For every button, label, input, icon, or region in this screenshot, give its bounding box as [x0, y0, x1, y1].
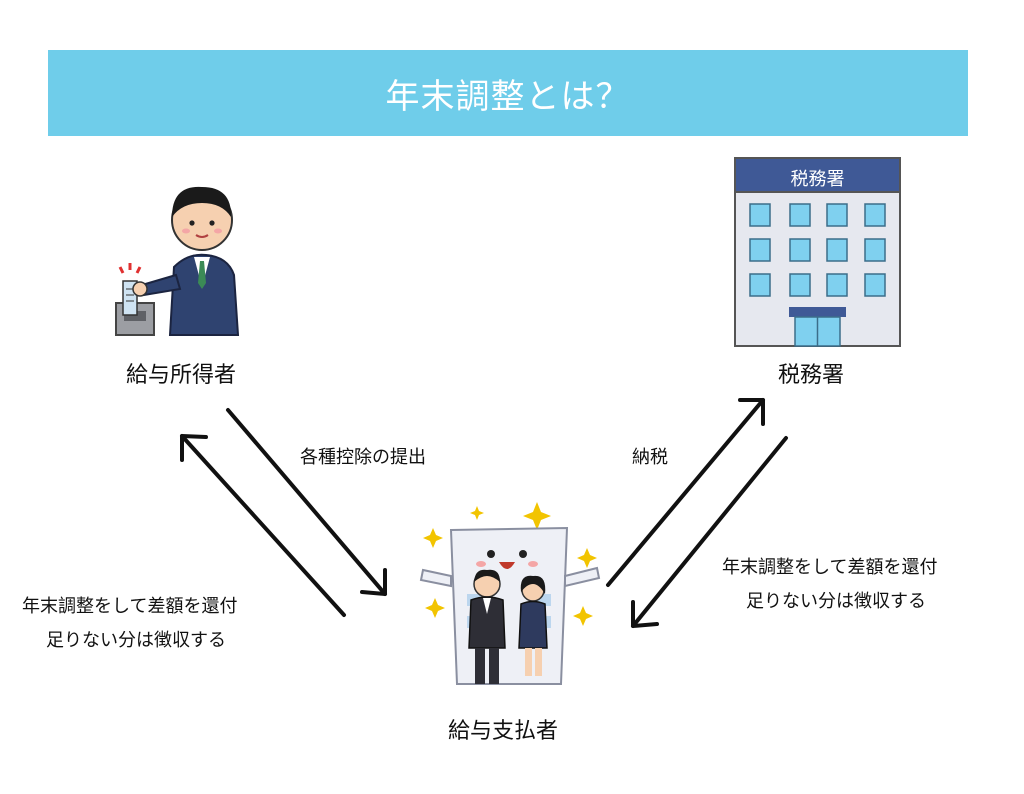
note-left-line-1: 年末調整をして差額を還付	[22, 596, 238, 617]
node-label-tax-office: 税務署	[778, 363, 845, 388]
payer-illustration	[419, 502, 601, 685]
note-left-line-2: 足りない分は徴収する	[46, 630, 226, 651]
employee-illustration	[115, 186, 240, 336]
note-right-line-2: 足りない分は徴収する	[746, 591, 926, 612]
page-title: 年末調整とは？	[385, 76, 631, 117]
note-right-line-1: 年末調整をして差額を還付	[722, 557, 938, 578]
node-label-employee: 給与所得者	[126, 363, 237, 388]
title-banner: 年末調整とは？	[48, 50, 968, 136]
arrow-payer-to-employee	[180, 434, 346, 617]
note-left: 年末調整をして差額を還付 足りない分は徴収する	[22, 590, 237, 658]
tax-office-building	[734, 157, 901, 347]
arrow-employee-to-payer	[226, 408, 387, 596]
tax-office-sign: 税務署	[790, 169, 845, 190]
arrow-payer-to-tax-office	[606, 398, 765, 587]
edge-label-submit: 各種控除の提出	[300, 447, 426, 468]
edge-label-pay-tax: 納税	[632, 447, 668, 468]
note-right: 年末調整をして差額を還付 足りない分は徴収する	[722, 551, 937, 619]
node-label-payer: 給与支払者	[448, 719, 559, 744]
arrow-tax-office-to-payer	[631, 436, 788, 628]
